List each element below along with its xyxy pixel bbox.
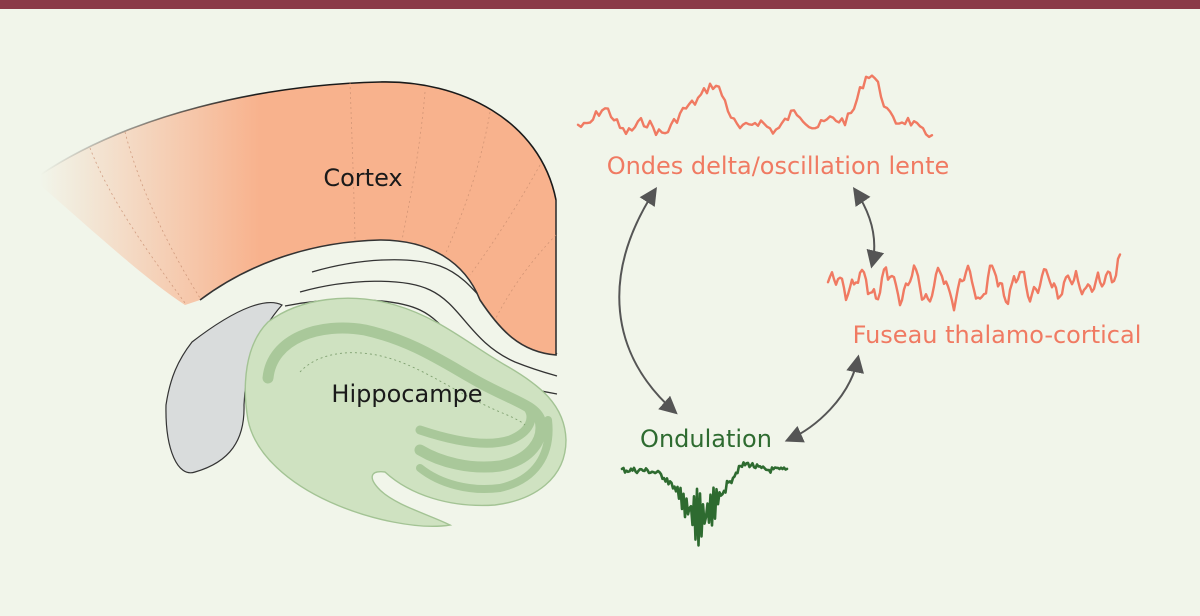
spindle-label: Fuseau thalamo-cortical [853,321,1142,349]
hippocampus-band-inner [415,403,536,448]
arrow-slow-wave-to-ripple [618,186,678,415]
spindle-trace [826,253,1122,312]
slow-wave-label: Ondes delta/oscillation lente [607,152,950,180]
arrow-slow-wave-to-spindle [852,187,885,269]
top-bar [0,0,1200,9]
ripple-trace [620,461,789,547]
hippocampus-band-outer [262,322,547,473]
hippocampus-band-dentate [416,416,553,493]
ripple-label: Ondulation [640,425,772,453]
hippocampus-region [244,297,567,527]
slow-wave-trace [576,74,934,139]
cortex-column-lines [89,81,557,321]
cortex-outer-edge [39,81,557,201]
cortex-label: Cortex [323,164,402,192]
cortex-right-edge [199,200,557,356]
hippocampus-label: Hippocampe [331,380,482,408]
cortex-fill [40,81,556,356]
white-matter-line-2 [299,280,558,377]
hippocampus-dotted-line [299,352,526,426]
arrow-spindle-to-ripple [784,354,864,443]
cortex-region [39,81,557,356]
